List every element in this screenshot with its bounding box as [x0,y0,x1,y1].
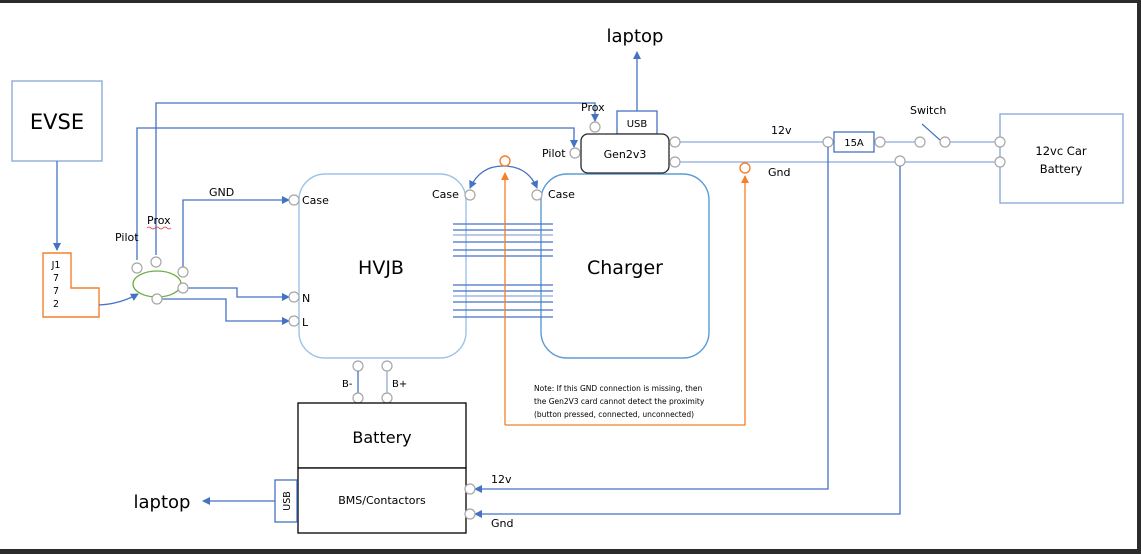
bms-gnd-terminal [464,508,476,520]
case-ground-arc-left [469,165,504,189]
gen2v3-gnd-terminal [669,156,681,168]
j1772-line-3: 7 [53,286,59,297]
n-wire [184,287,290,301]
gnd-plug-label: GND [209,186,234,199]
case-ground-arc-right [502,165,539,189]
b-minus-label: B- [342,379,353,390]
pilot-terminal [131,262,143,274]
bms-usb-label: USB [282,491,293,511]
bms-gnd-wire [474,166,901,518]
ground-note: Note: If this GND connection is missing,… [534,384,705,419]
l-wire [157,298,290,325]
charger-label: Charger [587,257,663,279]
battery-bminus-terminal [352,392,364,404]
car-battery-neg-terminal [994,156,1006,168]
laptop-top-label: laptop [607,26,664,47]
j1772-line-2: 7 [53,273,59,284]
bms-gnd-label: Gnd [491,517,513,530]
rail-gnd-label: Gnd [768,166,790,179]
hvjb-block: HVJB [298,173,467,359]
note-line-3: (button pressed, connected, unconnected) [534,410,694,419]
gen2v3-prox-label: Prox [581,101,605,114]
hvjb-bplus-terminal [381,360,393,372]
bms-label: BMS/Contactors [338,494,426,507]
n-terminal [177,282,189,294]
hvjb-case-left-label: Case [302,194,329,207]
l-terminal [151,293,163,305]
hvjb-n-label: N [302,292,310,305]
hvjb-l-label: L [302,316,309,329]
pilot-plug-label: Pilot [115,231,139,244]
gen2v3-gnd-node [739,162,751,174]
bms-12v-wire [474,147,829,493]
gen2v3-label: Gen2v3 [604,148,647,161]
j1772-connector: J1 7 7 2 [42,252,100,318]
gen2v3-usb-label: USB [627,119,648,130]
orange-ground-wire-right [505,175,749,426]
charger-case-label: Case [548,188,575,201]
hvjb-case-right-label: Case [432,188,459,201]
car-battery-line-2: Battery [1040,162,1083,176]
rail-12v-junction [822,136,834,148]
gen2v3-pilot-label: Pilot [542,147,566,160]
fuse-out-terminal [874,136,886,148]
switch-label: Switch [910,104,946,117]
gen2v3-block: USB Gen2v3 [580,110,670,174]
hvjb-n-terminal [288,291,300,303]
gnd-terminal [177,266,189,278]
gen2v3-pilot-terminal [569,147,581,159]
case-ground-node [499,155,511,167]
car-battery-line-1: 12vc Car [1035,144,1086,158]
hvjb-label: HVJB [358,257,404,279]
diagram-canvas: EVSE J1 7 7 2 Pilot Prox GND HVJB Case N… [0,3,1137,549]
charger-block: Charger [540,173,710,359]
gen2v3-prox-terminal [589,121,601,133]
evse-block: EVSE [11,80,103,162]
hvjb-l-terminal [288,315,300,327]
j1772-line-4: 2 [53,299,59,310]
car-battery-pos-terminal [994,136,1006,148]
bms-block: BMS/Contactors [297,467,467,534]
bms-12v-terminal [464,483,476,495]
note-line-2: the Gen2V3 card cannot detect the proxim… [534,397,705,406]
laptop-bottom-label: laptop [134,492,191,513]
prox-terminal [150,256,162,268]
switch[interactable] [914,123,951,148]
rail-12v-label: 12v [771,124,792,137]
j1772-line-1: J1 [51,260,61,271]
spellcheck-squiggle [146,226,172,230]
prox-plug-label: Prox [147,214,171,227]
rail-gnd-junction [894,155,906,167]
wiring-diagram: EVSE J1 7 7 2 Pilot Prox GND HVJB Case N… [11,26,1124,534]
fuse-15a: 15A [833,131,875,153]
battery-label: Battery [352,428,411,447]
b-plus-label: B+ [392,379,407,390]
hvjb-bminus-terminal [352,360,364,372]
prox-wire [155,102,599,255]
hvjb-case-left-terminal [288,194,300,206]
note-line-1: Note: If this GND connection is missing,… [534,384,703,393]
fuse-label: 15A [844,138,864,149]
gen2v3-12v-terminal [669,136,681,148]
bms-12v-label: 12v [491,473,512,486]
car-battery-block: 12vc Car Battery [999,113,1124,204]
plug-ellipse [132,270,182,298]
charger-case-terminal [531,189,543,201]
battery-block: Battery [297,402,467,469]
gnd-wire [182,196,290,270]
battery-bplus-terminal [381,392,393,404]
pilot-wire [136,127,578,260]
evse-label: EVSE [30,110,84,134]
hvjb-case-right-terminal [464,189,476,201]
j1772-to-plug-wire [98,293,139,306]
hv-bus-lines [453,223,553,318]
